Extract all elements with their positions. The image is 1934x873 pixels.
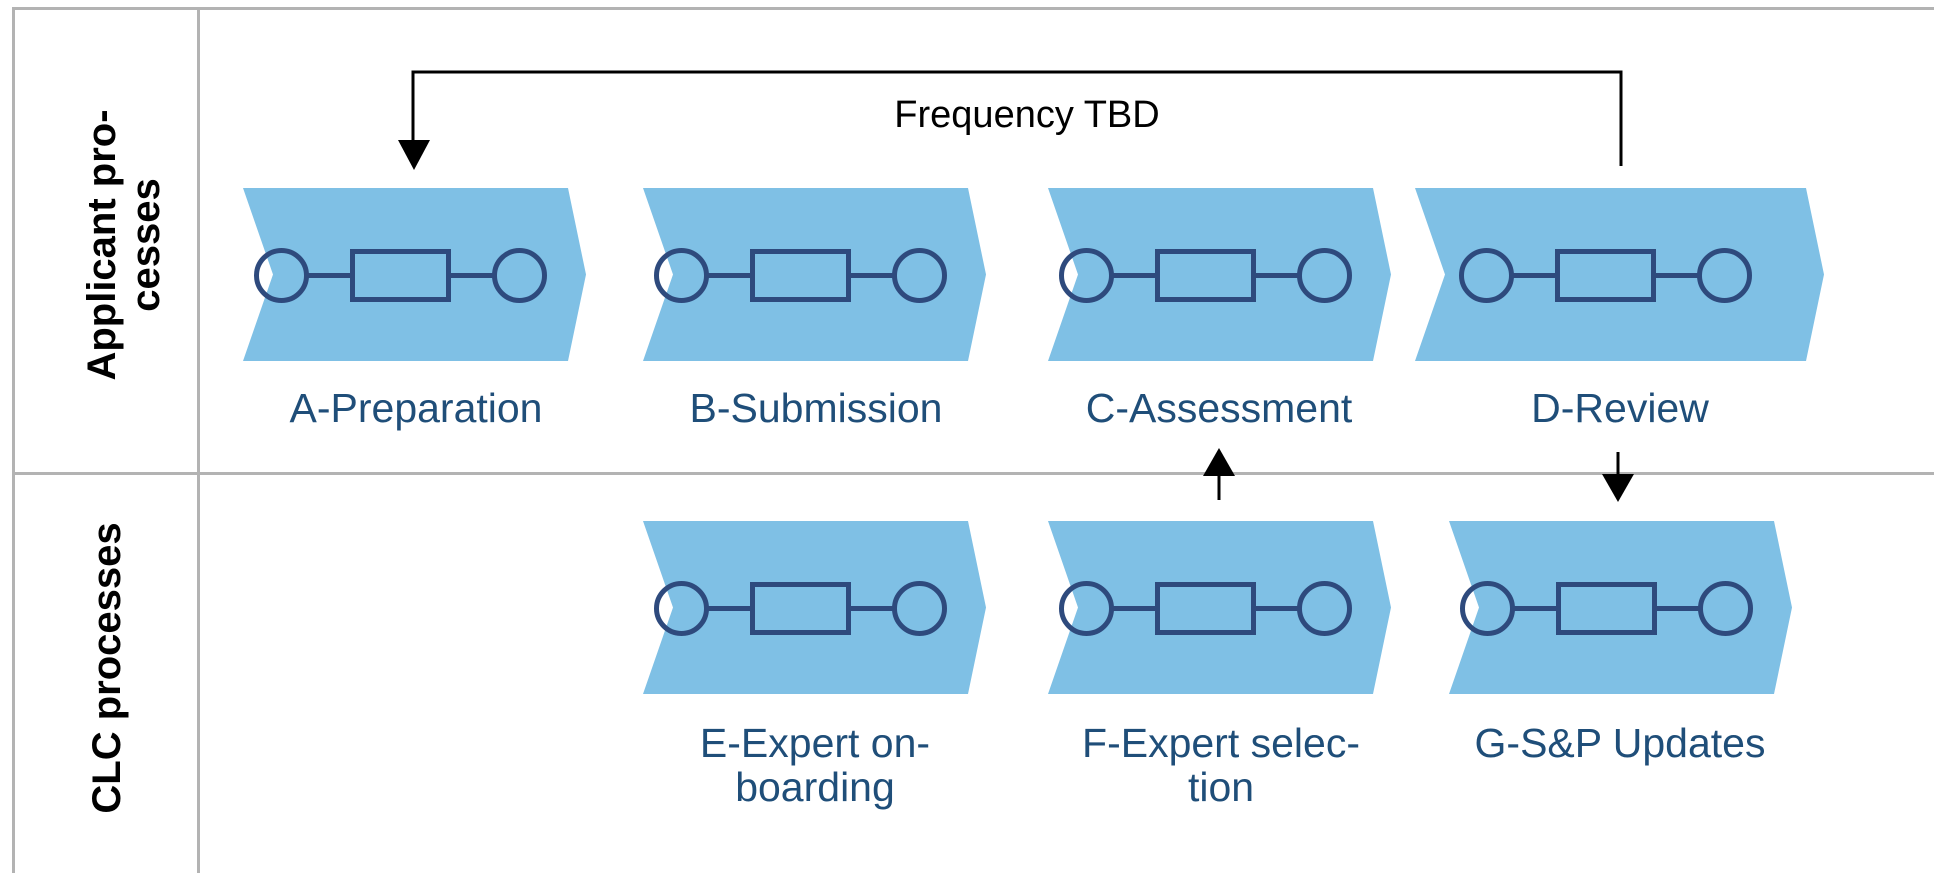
process-chevron [1449,521,1792,694]
process-step-icon [654,581,947,636]
swimlane-frame [12,7,1934,873]
process-label-b: B-Submission [689,385,943,431]
process-g [1449,521,1792,694]
process-label-c: C-Assessment [1085,385,1353,431]
process-step-icon [1459,248,1752,303]
edge-d-to-a [398,70,1623,170]
edge-d-to-g [1602,452,1634,502]
edge-label-frequency: Frequency TBD [894,94,1160,136]
edge-f-to-c [1203,448,1235,500]
process-e [643,521,986,694]
process-chevron [643,521,986,694]
process-chevron [1048,521,1391,694]
process-step-icon [1059,248,1352,303]
process-chevron [243,188,586,361]
arrowhead-icon [1203,448,1235,476]
process-label-d: D-Review [1531,385,1709,431]
process-label-f: F-Expert selec- tion [1082,720,1360,810]
arrowhead-icon [1602,474,1634,502]
process-step-icon [654,248,947,303]
process-label-g: G-S&P Updates [1474,720,1766,766]
lane-header-divider [197,7,200,873]
process-chevron [1048,188,1391,361]
process-b [643,188,986,361]
process-a [243,188,586,361]
process-label-a: A-Preparation [289,385,543,431]
process-f [1048,521,1391,694]
process-chevron [1415,188,1824,361]
process-step-icon [1059,581,1352,636]
process-c [1048,188,1391,361]
arrowhead-icon [398,140,430,170]
lane-divider [12,472,1934,475]
process-chevron [643,188,986,361]
process-d [1415,188,1824,361]
process-label-e: E-Expert on- boarding [699,720,931,810]
process-step-icon [1460,581,1753,636]
process-step-icon [254,248,547,303]
